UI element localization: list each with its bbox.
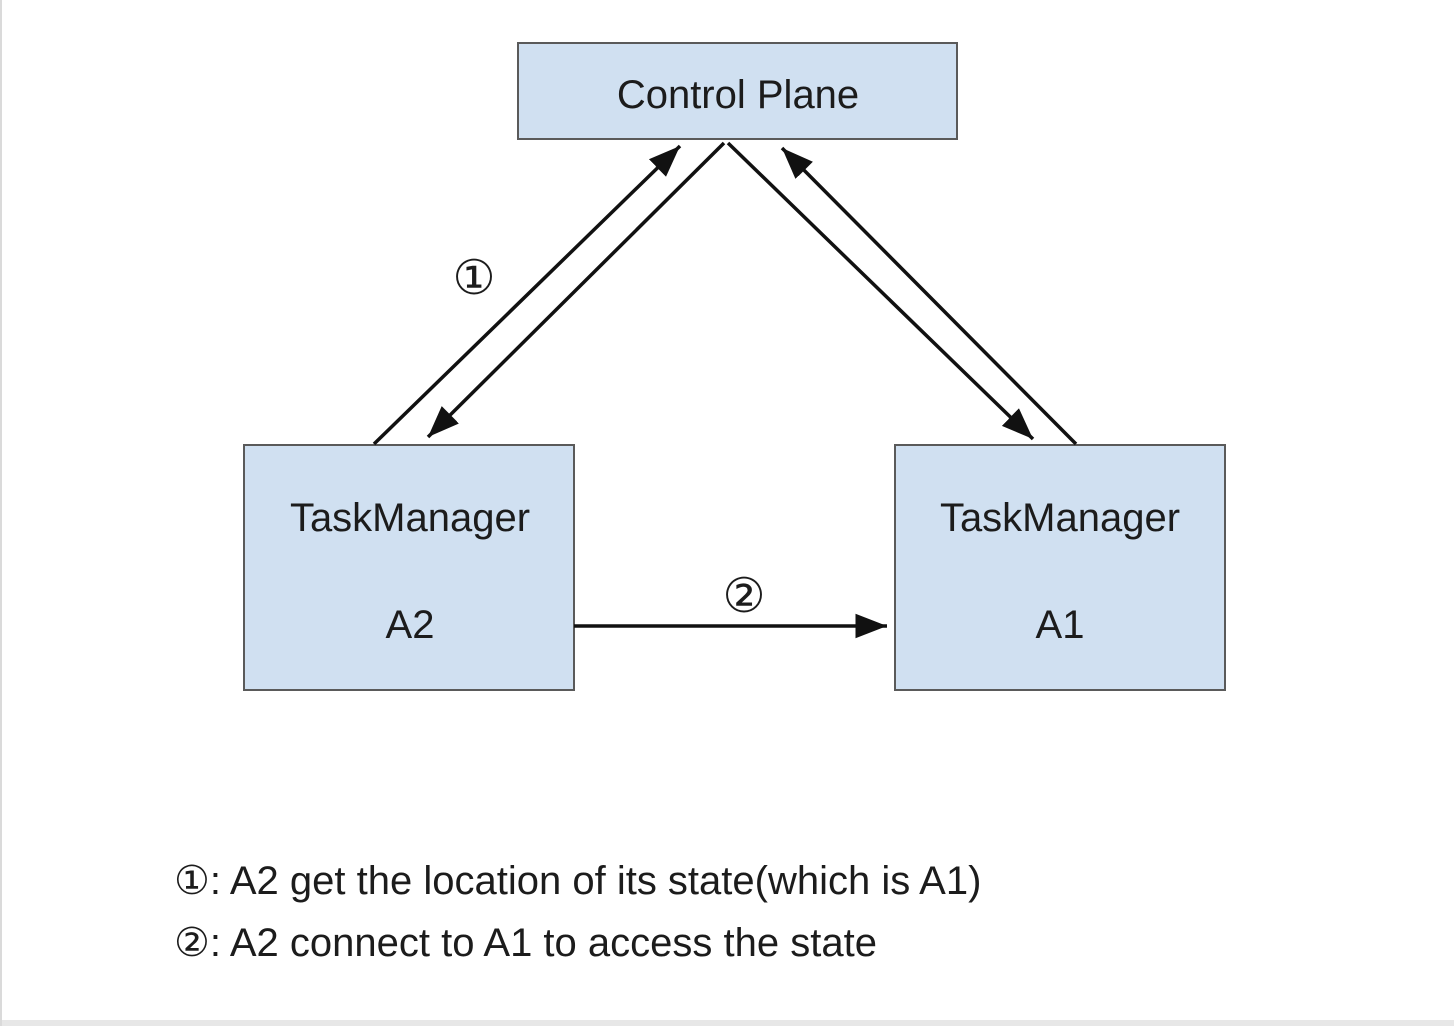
arrow-control-plane-to-a2: [426, 141, 726, 439]
bottom-border: [2, 1020, 1454, 1026]
legend-item-1-marker: ①: [174, 859, 210, 903]
legend-item-2: ②: A2 connect to A1 to access the state: [174, 921, 877, 965]
control-plane-box: [517, 42, 958, 140]
taskmanager-a2-node: TaskManager A2: [243, 444, 575, 691]
control-plane-label: Control Plane: [617, 73, 859, 117]
taskmanager-a2-box: [243, 444, 575, 691]
step-2-marker: ②: [722, 568, 765, 624]
taskmanager-a1-title: TaskManager: [940, 496, 1180, 540]
taskmanager-a1-id: A1: [1036, 603, 1085, 647]
legend: ①: A2 get the location of its state(whic…: [174, 859, 981, 965]
legend-item-2-marker: ②: [174, 921, 210, 965]
legend-item-1-text: : A2 get the location of its state(which…: [210, 859, 982, 903]
arrow-control-plane-to-a1: [726, 141, 1035, 441]
arrow-a1-to-control-plane: [780, 146, 1078, 446]
taskmanager-a1-box: [894, 444, 1226, 691]
arrow-a2-to-control-plane: [372, 144, 682, 446]
taskmanager-a1-node: TaskManager A1: [894, 444, 1226, 691]
taskmanager-a2-title: TaskManager: [290, 496, 530, 540]
legend-item-1: ①: A2 get the location of its state(whic…: [174, 859, 981, 903]
step-1-marker: ①: [452, 250, 495, 306]
legend-item-2-text: : A2 connect to A1 to access the state: [210, 921, 877, 965]
control-plane-node: Control Plane: [517, 42, 958, 140]
taskmanager-a2-id: A2: [386, 603, 435, 647]
